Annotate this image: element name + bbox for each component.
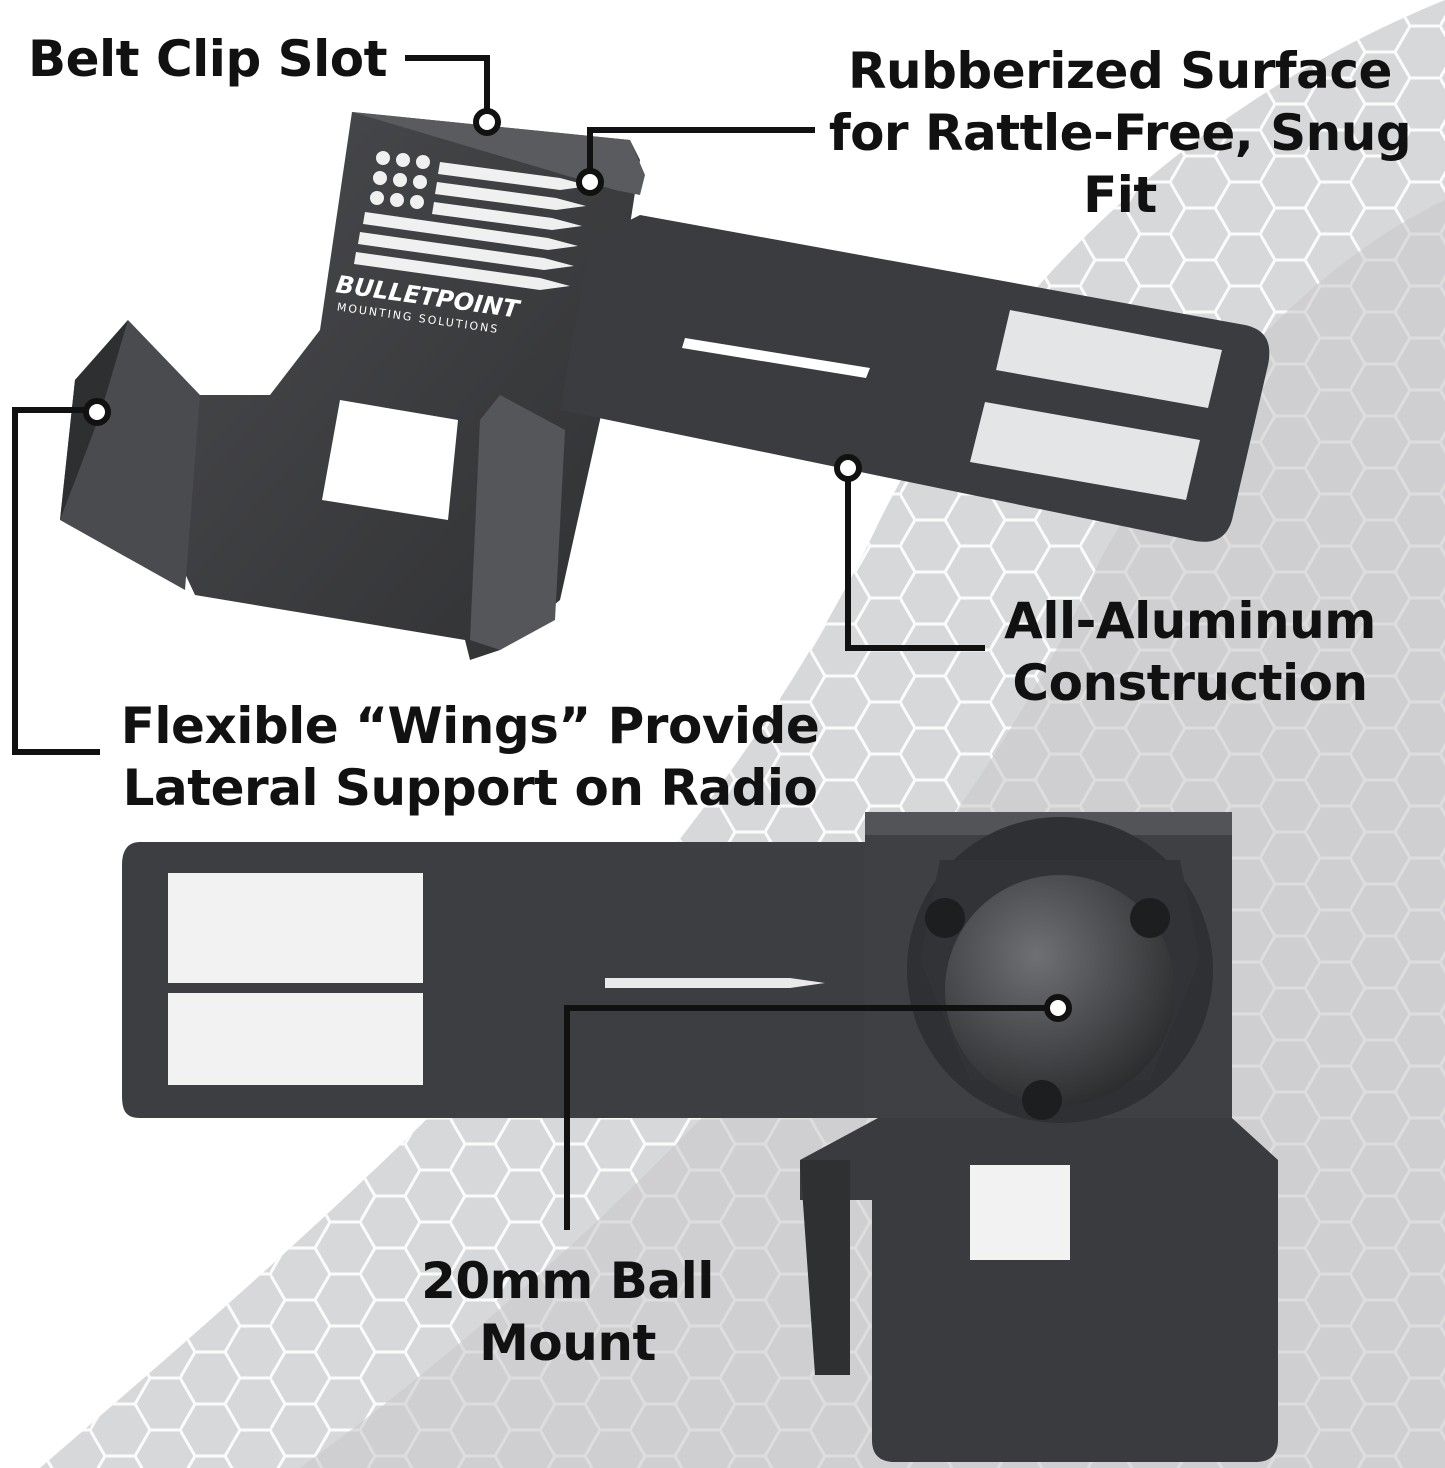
leader-belt-clip: [405, 55, 490, 120]
leader-aluminum: [845, 468, 985, 651]
callout-all-aluminum: All-Aluminum Construction: [985, 590, 1395, 714]
rubberized-line-3: Fit: [1083, 166, 1157, 224]
leader-lines: [12, 55, 1058, 1230]
dot-ball: [1044, 994, 1072, 1022]
dot-wings: [83, 398, 111, 426]
wings-line-1: Flexible “Wings” Provide: [120, 697, 820, 755]
leader-dots: [83, 108, 1072, 1022]
ball-line-1: 20mm Ball: [421, 1252, 714, 1310]
callout-belt-clip-slot: Belt Clip Slot: [28, 30, 388, 88]
bottom-bracket: [122, 812, 1278, 1462]
aluminum-line-1: All-Aluminum: [1004, 592, 1376, 650]
callout-rubberized-surface: Rubberized Surface for Rattle-Free, Snug…: [805, 40, 1435, 226]
aluminum-line-2: Construction: [1012, 654, 1368, 712]
ball-line-2: Mount: [479, 1314, 656, 1372]
rubberized-line-1: Rubberized Surface: [848, 42, 1392, 100]
callout-ball-mount: 20mm Ball Mount: [395, 1250, 740, 1374]
dot-belt-clip: [473, 108, 501, 136]
callout-flexible-wings: Flexible “Wings” Provide Lateral Support…: [100, 695, 840, 819]
leader-wings: [12, 407, 100, 755]
leader-ball: [564, 1005, 1058, 1230]
rubberized-line-2: for Rattle-Free, Snug: [828, 104, 1412, 162]
dot-rubberized: [576, 168, 604, 196]
leader-rubberized: [587, 127, 815, 178]
wings-line-2: Lateral Support on Radio: [122, 759, 818, 817]
top-bracket: [60, 112, 1270, 660]
dot-aluminum: [834, 454, 862, 482]
